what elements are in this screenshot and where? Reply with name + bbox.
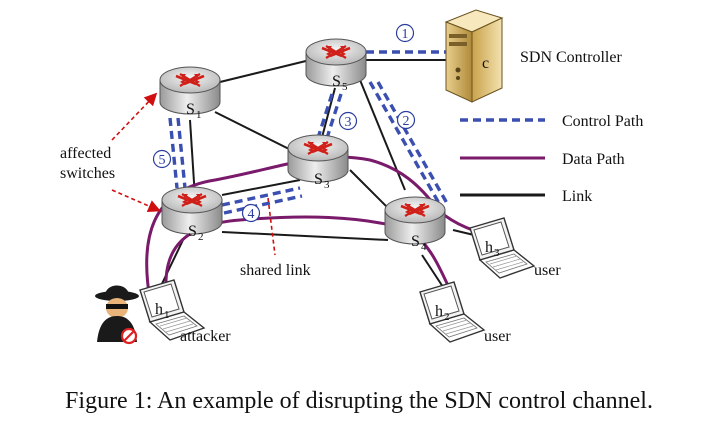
switch-s3: S 3 (288, 135, 348, 191)
path-number-5: 5 (152, 149, 172, 169)
switch-s1: S 1 (160, 67, 220, 121)
server-icon: c (444, 9, 504, 103)
legend-control-label: Control Path (562, 113, 643, 130)
svg-text:3: 3 (324, 179, 330, 191)
control-paths (168, 50, 450, 215)
svg-text:3: 3 (345, 115, 352, 130)
svg-text:4: 4 (421, 241, 427, 253)
svg-text:3: 3 (494, 247, 500, 259)
svg-text:5: 5 (342, 81, 348, 93)
svg-text:h: h (435, 303, 443, 320)
svg-text:c: c (482, 55, 489, 72)
affected-label-line2: switches (60, 165, 115, 182)
svg-text:S: S (186, 101, 195, 118)
user-label-h2: user (484, 328, 511, 345)
host-h1: h 1 (139, 279, 205, 341)
affected-arrows (111, 92, 161, 213)
svg-text:S: S (332, 73, 341, 90)
shared-link-label: shared link (240, 262, 311, 279)
svg-text:S: S (188, 223, 197, 240)
path-number-1: 1 (395, 23, 415, 43)
svg-text:2: 2 (444, 311, 450, 323)
svg-text:2: 2 (403, 114, 410, 129)
path-number-2: 2 (396, 110, 416, 130)
affected-label-line1: affected (60, 145, 111, 162)
legend-link-label: Link (562, 188, 592, 205)
svg-text:S: S (411, 233, 420, 250)
attacker-icon (95, 285, 139, 345)
switch-s5: S 5 (306, 39, 366, 93)
host-h3: h 3 (469, 217, 535, 279)
legend: Control Path Data Path Link (460, 113, 643, 205)
svg-text:1: 1 (402, 27, 409, 42)
shared-link-pointer (267, 197, 276, 256)
svg-text:4: 4 (248, 207, 255, 222)
user-label-h3: user (534, 262, 561, 279)
svg-text:h: h (485, 239, 493, 256)
links (157, 59, 496, 293)
svg-text:1: 1 (196, 109, 202, 121)
host-h2: h 2 (419, 281, 485, 343)
legend-data-label: Data Path (562, 151, 625, 168)
svg-text:S: S (314, 171, 323, 188)
svg-text:5: 5 (159, 153, 166, 168)
switch-s4: S 4 (385, 197, 445, 253)
figure-caption: Figure 1: An example of disrupting the S… (65, 388, 653, 414)
attacker-label: attacker (180, 328, 231, 345)
svg-text:1: 1 (164, 309, 170, 321)
svg-text:h: h (155, 301, 163, 318)
controller-label: SDN Controller (520, 49, 622, 66)
svg-text:2: 2 (198, 231, 204, 243)
switch-s2: S 2 (162, 187, 222, 243)
path-number-4: 4 (241, 203, 261, 223)
path-number-3: 3 (338, 111, 358, 131)
